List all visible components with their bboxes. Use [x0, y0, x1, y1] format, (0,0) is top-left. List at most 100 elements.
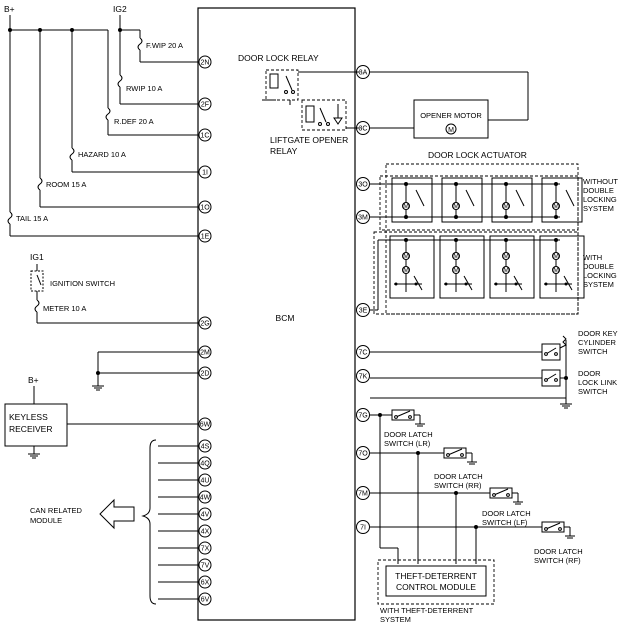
door-latch-switch-lf-symbol: [489, 487, 523, 505]
motor-icon: M: [403, 203, 409, 210]
can-module-label-line2: MODULE: [30, 516, 62, 525]
svg-text:M: M: [403, 267, 409, 274]
motor-icon: M: [503, 203, 509, 210]
fuse-hazard-label: HAZARD 10 A: [78, 150, 126, 159]
svg-text:4X: 4X: [201, 529, 210, 536]
motor-icon: M: [445, 123, 457, 135]
fuse-rwip-label: RWIP 10 A: [126, 84, 162, 93]
motor-icon: M: [503, 253, 509, 260]
svg-text:3C: 3C: [359, 126, 368, 133]
svg-text:7C: 7C: [359, 350, 368, 357]
svg-text:2D: 2D: [201, 371, 210, 378]
theft-module-label-line1: THEFT-DETERRENT: [395, 571, 477, 581]
power-bus-wires: [7, 15, 198, 237]
svg-text:1E: 1E: [201, 234, 210, 241]
pin-6w: 6W: [198, 417, 212, 431]
pin-7i: 7I: [356, 520, 370, 534]
bcm-ground-wires: [96, 351, 198, 386]
actuator-bus-wires: [370, 183, 560, 311]
svg-text:M: M: [503, 203, 509, 210]
door-latch-switch-lr-symbol: [391, 409, 425, 427]
pin-4s: 4S: [198, 439, 212, 453]
svg-text:7G: 7G: [358, 413, 367, 420]
svg-text:M: M: [503, 267, 509, 274]
door-key-cylinder-line1: DOOR KEY: [578, 329, 618, 338]
latch-rf-label-line1: DOOR LATCH: [534, 547, 583, 556]
svg-text:4Q: 4Q: [200, 461, 210, 468]
switch-wires-right: [370, 340, 568, 399]
svg-text:3A: 3A: [359, 70, 368, 77]
with-theft-label-line1: WITH THEFT-DETERRENT: [380, 606, 474, 615]
pin-7v: 7V: [198, 558, 212, 572]
svg-text:3O: 3O: [358, 182, 368, 189]
motor-icon: M: [553, 267, 559, 274]
pin-7c: 7C: [356, 345, 370, 359]
pin-6v: 6V: [198, 592, 212, 606]
actuator-lower-unit: [539, 235, 585, 299]
svg-text:M: M: [553, 267, 559, 274]
latch-rr-label-line2: SWITCH (RR): [434, 481, 482, 490]
svg-text:6V: 6V: [201, 597, 210, 604]
actuator-lower-unit: [439, 235, 485, 299]
pin-4v: 4V: [198, 507, 212, 521]
theft-module-label-line2: CONTROL MODULE: [396, 582, 476, 592]
svg-text:4S: 4S: [201, 444, 210, 451]
motor-icon: M: [553, 203, 559, 210]
svg-text:4V: 4V: [201, 512, 210, 519]
fuse-fwip-label: F.WIP 20 A: [146, 41, 183, 50]
with-double-locking-line4: SYSTEM: [583, 280, 614, 289]
pin-2g: 2G: [198, 316, 212, 330]
latch-rf-label-line2: SWITCH (RF): [534, 556, 581, 565]
liftgate-relay-label-line2: RELAY: [270, 146, 298, 156]
pin-1c: 1C: [198, 128, 212, 142]
svg-text:M: M: [453, 267, 459, 274]
keyless-receiver-box: [4, 403, 68, 447]
with-double-locking-line3: LOCKING: [583, 271, 617, 280]
svg-text:3M: 3M: [358, 215, 368, 222]
actuator-lower-unit: [389, 235, 435, 299]
svg-text:M: M: [448, 127, 454, 134]
actuator-upper-unit: [541, 177, 583, 223]
svg-text:M: M: [553, 203, 559, 210]
pin-3a: 3A: [356, 65, 370, 79]
pin-4u: 4U: [198, 473, 212, 487]
power-bus-junctions: [8, 28, 122, 32]
pin-3m: 3M: [356, 210, 370, 224]
svg-text:1I: 1I: [202, 170, 208, 177]
arrow-left-icon: [99, 498, 135, 530]
actuator-upper-unit: [391, 177, 433, 223]
svg-text:6W: 6W: [200, 422, 211, 429]
latch-junctions: [378, 413, 478, 529]
without-double-locking-line1: WITHOUT: [583, 177, 618, 186]
can-bus-lines: [141, 439, 198, 605]
bplus-top-label: B+: [4, 4, 15, 14]
pin-6x: 6X: [198, 575, 212, 589]
ground-icon: [28, 453, 40, 459]
door-latch-switch-rr-symbol: [443, 447, 477, 465]
svg-text:7V: 7V: [201, 563, 210, 570]
door-lock-relay-label: DOOR LOCK RELAY: [238, 53, 319, 63]
door-lock-relay-symbol: [262, 69, 360, 105]
pin-1o: 1O: [198, 200, 212, 214]
liftgate-opener-relay-symbol: [301, 99, 360, 131]
pin-4q: 4Q: [198, 456, 212, 470]
svg-text:1C: 1C: [201, 133, 210, 140]
ground-icon: [560, 398, 572, 409]
ig2-label: IG2: [113, 4, 127, 14]
with-double-locking-line2: DOUBLE: [583, 262, 614, 271]
door-lock-actuator-label: DOOR LOCK ACTUATOR: [428, 150, 527, 160]
svg-text:2F: 2F: [201, 102, 209, 109]
door-key-cylinder-line2: CYLINDER: [578, 338, 617, 347]
svg-text:6X: 6X: [201, 580, 210, 587]
pin-7x: 7X: [198, 541, 212, 555]
keyless-bplus-label: B+: [28, 375, 39, 385]
door-key-cylinder-switch-symbol: [541, 335, 567, 361]
latch-lr-label-line1: DOOR LATCH: [384, 430, 433, 439]
pin-4w: 4W: [198, 490, 212, 504]
without-double-locking-line2: DOUBLE: [583, 186, 614, 195]
svg-text:1O: 1O: [200, 205, 210, 212]
